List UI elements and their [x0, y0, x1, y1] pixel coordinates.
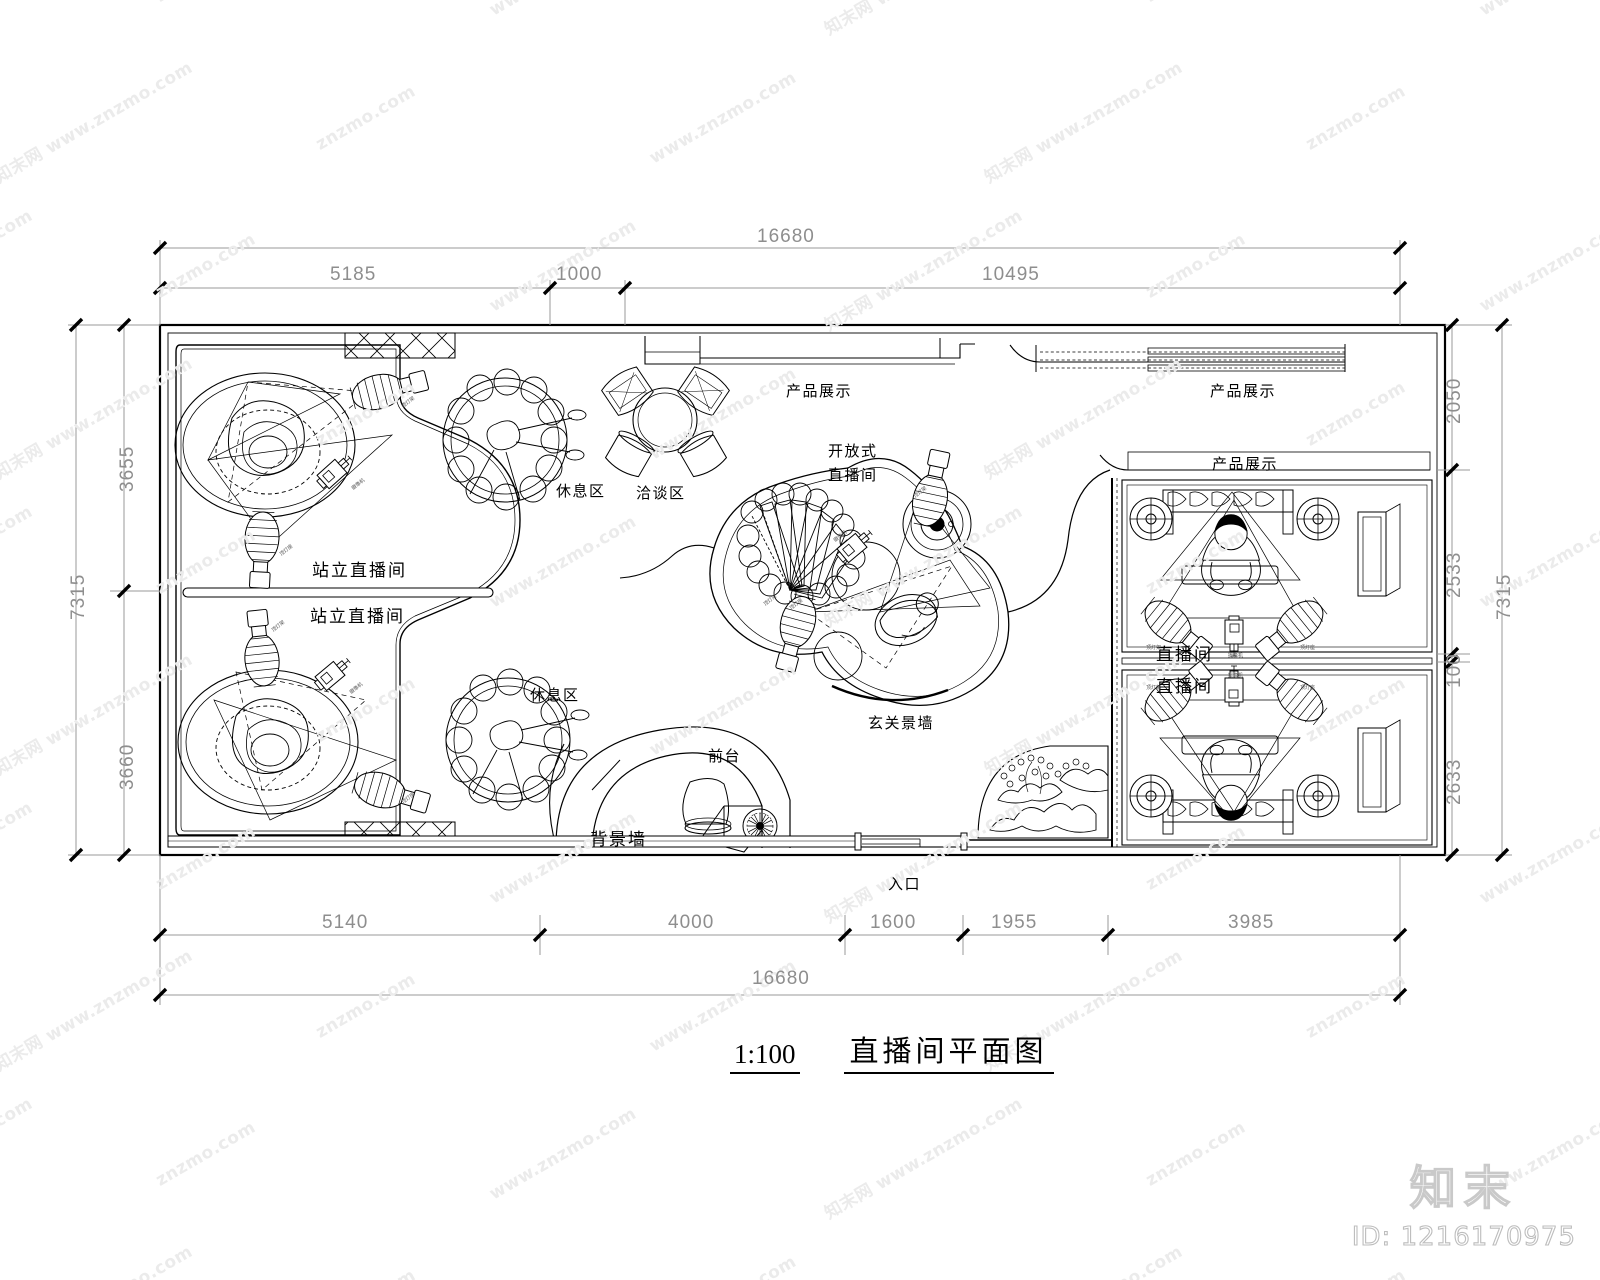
standing-studio-1-furniture [174, 362, 432, 590]
drawing-title: 直播间平面图 [843, 1028, 1054, 1074]
right-wing [1099, 451, 1433, 847]
dim-right-2050: 2050 [1444, 377, 1465, 424]
dimension-left [68, 317, 160, 863]
dim-bottom-3985: 3985 [1228, 912, 1275, 933]
rest-area-2-sofa [445, 668, 590, 811]
product-display-top [644, 336, 1346, 372]
label-rest-area-1: 休息区 [556, 482, 606, 500]
standing-studio-2-furniture [177, 607, 434, 821]
dim-top-5185: 5185 [330, 264, 377, 285]
dimension-top [152, 240, 1408, 325]
tag-light-r2a: 顶灯架 [1146, 685, 1162, 691]
standing-studios-zone [175, 332, 521, 848]
brand-id: ID: 1216170975 [1351, 1221, 1576, 1252]
dim-bottom-4000: 4000 [668, 912, 715, 933]
title-block: 1:100 直播间平面图 [730, 1028, 1054, 1074]
label-product-display-1: 产品展示 [786, 382, 853, 400]
dim-bottom-overall: 16680 [752, 968, 810, 989]
label-open-studio-line2: 直播间 [828, 466, 878, 484]
brand-logo: 知末 [1409, 1160, 1518, 1215]
label-foyer-feature-wall: 玄关景墙 [868, 714, 935, 732]
dim-bottom-5140: 5140 [322, 912, 369, 933]
brand-block: 知末 ID: 1216170975 [1351, 1152, 1576, 1252]
studio-room-1-furniture [1129, 489, 1401, 668]
label-product-display-3: 产品展示 [1212, 455, 1279, 473]
foyer-feature-wall [977, 745, 1109, 839]
label-studio-room-1: 直播间 [1156, 645, 1213, 665]
label-product-display-2: 产品展示 [1210, 382, 1277, 400]
dim-bottom-1600: 1600 [870, 912, 917, 933]
label-rest-area-2: 休息区 [530, 686, 580, 704]
dim-top-1000: 1000 [556, 264, 603, 285]
dim-top-overall: 16680 [757, 226, 815, 247]
tag-camera-r1: 摄像机 [1228, 653, 1244, 659]
tag-light-r1a: 顶灯架 [1146, 645, 1162, 651]
dim-bottom-1955: 1955 [991, 912, 1038, 933]
label-reception: 前台 [708, 747, 742, 765]
label-backdrop-wall: 背景墙 [590, 830, 647, 850]
open-studio-zone [619, 447, 1111, 707]
tag-light-r2b: 顶灯座 [1300, 685, 1316, 691]
dim-top-10495: 10495 [982, 264, 1040, 285]
label-standing-studio-2: 站立直播间 [310, 607, 405, 627]
dim-left-3655: 3655 [117, 445, 138, 492]
dim-right-2633: 2633 [1444, 758, 1465, 805]
dim-left-overall: 7315 [68, 573, 89, 620]
label-open-studio-line1: 开放式 [828, 442, 878, 460]
drawing-scale: 1:100 [730, 1039, 800, 1074]
talk-area-furniture [601, 366, 730, 478]
dimension-bottom [152, 855, 1408, 1005]
entrance-door [854, 832, 1112, 851]
tag-camera-r2: 摄像机 [1228, 673, 1244, 679]
label-talk-area: 洽谈区 [636, 484, 686, 502]
label-studio-room-2: 直播间 [1156, 677, 1213, 697]
dim-right-2533: 2533 [1444, 551, 1465, 598]
rest-area-1-sofa [442, 368, 587, 511]
label-entrance: 入口 [888, 875, 922, 893]
studio-room-2-furniture [1129, 654, 1401, 835]
dim-left-3660: 3660 [117, 743, 138, 790]
dimension-right [1437, 317, 1512, 863]
dim-right-overall: 7315 [1494, 573, 1515, 620]
tag-light-r1b: 顶灯座 [1300, 645, 1316, 651]
dim-right-100: 100 [1444, 653, 1465, 688]
label-standing-studio-1: 站立直播间 [312, 561, 407, 581]
